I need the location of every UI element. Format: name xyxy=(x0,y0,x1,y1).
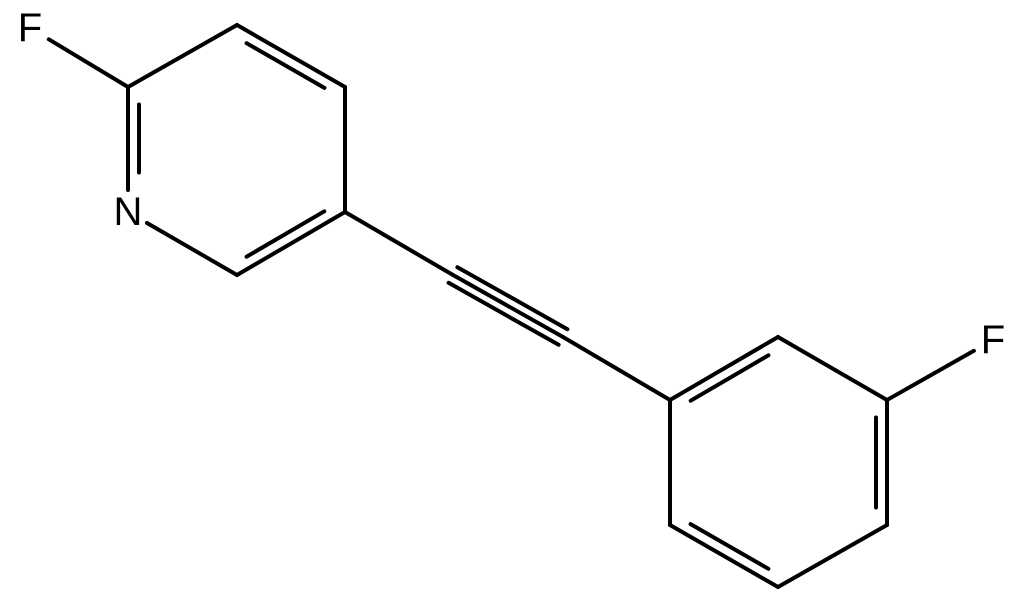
atom-label-layer: F N F xyxy=(18,6,1005,362)
double-bond-outer xyxy=(235,210,347,277)
single-bond xyxy=(343,210,455,277)
double-bond-outer xyxy=(668,523,780,589)
double-bond-outer xyxy=(668,335,780,402)
single-bond xyxy=(561,335,672,402)
atom-label-f: F xyxy=(981,318,1005,362)
single-bond xyxy=(885,348,976,402)
triple-bond-side xyxy=(455,265,570,332)
double-bond-inner xyxy=(244,41,327,90)
double-bond-inner xyxy=(688,353,771,403)
atom-label-f: F xyxy=(18,6,42,50)
double-bond-inner xyxy=(244,209,327,259)
single-bond xyxy=(776,335,889,402)
double-bond-outer xyxy=(235,23,347,89)
single-bond xyxy=(46,37,130,89)
bond-layer xyxy=(46,23,976,589)
single-bond xyxy=(145,221,239,277)
single-bond xyxy=(776,523,889,589)
triple-bond-center xyxy=(451,273,565,339)
single-bond xyxy=(126,23,239,89)
double-bond-inner xyxy=(688,522,771,571)
triple-bond-side xyxy=(446,280,561,347)
atom-label-n: N xyxy=(114,190,143,234)
